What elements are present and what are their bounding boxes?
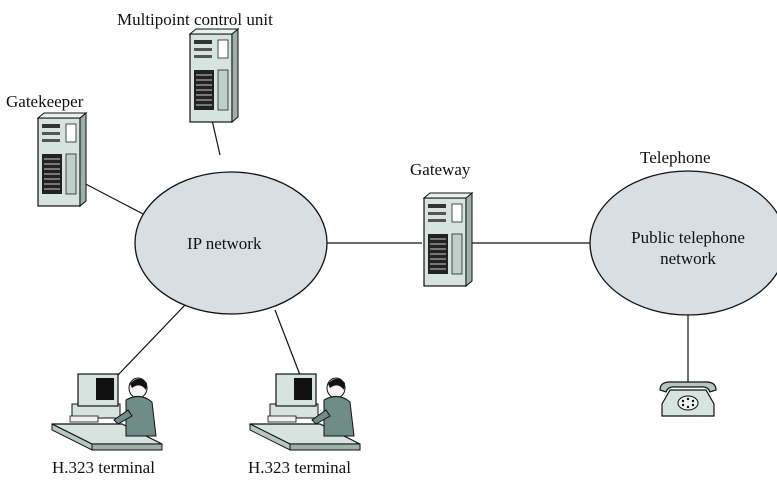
public-telephone-network-cloud	[589, 170, 777, 316]
gateway-label: Gateway	[410, 160, 471, 179]
mcu-label: Multipoint control unit	[117, 10, 273, 29]
terminal-left-label: H.323 terminal	[52, 458, 155, 477]
terminal-right-label: H.323 terminal	[248, 458, 351, 477]
ip-network-label: IP network	[187, 234, 262, 253]
link-ip-gatekeeper	[77, 179, 146, 216]
link-ip-mcu	[211, 119, 221, 156]
terminal-right-icon	[249, 373, 361, 451]
telephone-label: Telephone	[640, 148, 711, 167]
telephone-icon	[659, 381, 717, 417]
public-network-label-line2: network	[660, 249, 716, 268]
gateway-server-icon	[423, 192, 473, 287]
public-network-label-line1: Public telephone	[631, 228, 745, 247]
link-ip-terminal-left	[117, 304, 186, 376]
link-ip-terminal-right	[274, 309, 301, 376]
gatekeeper-server-icon	[37, 112, 87, 207]
gatekeeper-label: Gatekeeper	[6, 92, 84, 111]
terminal-left-icon	[51, 373, 163, 451]
mcu-server-icon	[189, 28, 239, 123]
ip-network-cloud	[134, 171, 328, 315]
